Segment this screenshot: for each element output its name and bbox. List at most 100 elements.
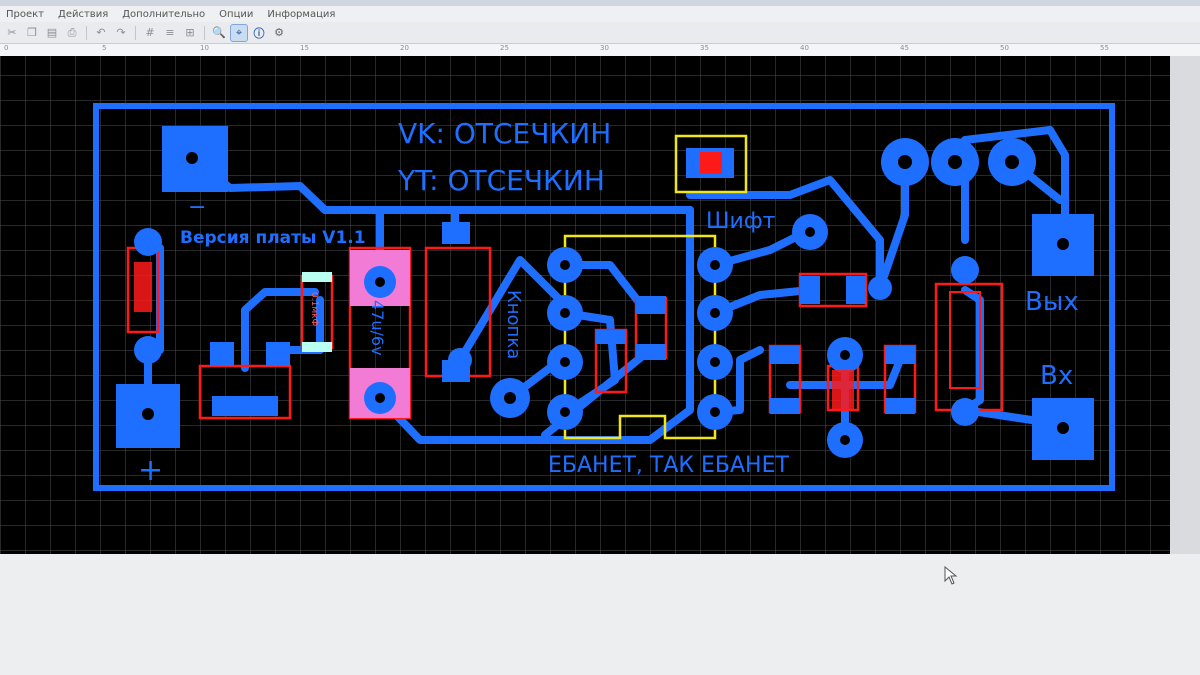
diode-top-outline (674, 134, 748, 194)
drill-hole (805, 227, 815, 237)
drill-hole (1057, 422, 1069, 434)
pad-round (951, 398, 979, 426)
drill-hole (1005, 155, 1019, 169)
pad-smd (885, 398, 915, 414)
drill-hole (898, 155, 912, 169)
pad-smd (636, 296, 666, 314)
diode-top-body (700, 152, 722, 174)
pad-smd (212, 396, 278, 416)
ruler-tick: 15 (300, 44, 309, 52)
print-icon[interactable]: ⎙ (67, 25, 77, 39)
pad-holes (142, 152, 1069, 445)
drill-hole (560, 357, 570, 367)
ruler-tick: 50 (1000, 44, 1009, 52)
pad-round (951, 256, 979, 284)
pad-cyan (302, 342, 332, 352)
pcb-drawing: VK: ОТСЕЧКИН YT: ОТСЕЧКИН Версия платы V… (0, 56, 1170, 554)
redo-icon[interactable]: ↷ (116, 26, 126, 39)
ruler-tick: 55 (1100, 44, 1109, 52)
resistor-body (134, 262, 152, 312)
ruler-tick: 35 (700, 44, 709, 52)
cut-icon[interactable]: ✂ (7, 26, 17, 39)
pad-round (134, 336, 162, 364)
drill-hole (840, 350, 850, 360)
pad-round (868, 276, 892, 300)
toolbar: ✂ ❐ ▤ ⎙ ↶ ↷ # ≡ ⊞ 🔍 ⌖ ⓘ ⚙ (0, 22, 1200, 44)
settings-icon[interactable]: ⚙ (274, 26, 284, 39)
drill-hole (186, 152, 198, 164)
label-bottom: ЕБАНЕТ, ТАК ЕБАНЕТ (548, 453, 789, 478)
label-shift: Шифт (706, 209, 776, 234)
label-in: Вх (1040, 361, 1073, 391)
drill-hole (560, 407, 570, 417)
drill-hole (375, 393, 385, 403)
pad-smd (770, 346, 800, 364)
trace (686, 176, 884, 292)
pad-cyan (302, 272, 332, 282)
pcb-canvas[interactable]: VK: ОТСЕЧКИН YT: ОТСЕЧКИН Версия платы V… (0, 56, 1170, 554)
trace (961, 286, 1069, 429)
menu-options[interactable]: Опции (219, 8, 254, 20)
drill-hole (1057, 238, 1069, 250)
drill-hole (560, 308, 570, 318)
label-yt: YT: ОТСЕЧКИН (397, 164, 605, 197)
drill-hole (375, 277, 385, 287)
label-cap-big: 47u/6v (368, 300, 387, 356)
zener-body (832, 370, 854, 410)
trace (241, 288, 319, 372)
pad-smd (846, 276, 866, 304)
cap-small-pads (302, 272, 332, 352)
scrollbar-area[interactable] (1170, 56, 1200, 554)
pad-smd (885, 346, 915, 364)
menu-project[interactable]: Проект (6, 8, 45, 20)
undo-icon[interactable]: ↶ (96, 26, 106, 39)
diode-big-body (949, 291, 981, 389)
label-minus: − (188, 195, 206, 220)
drill-hole (142, 408, 154, 420)
zoom-icon[interactable]: 🔍 (212, 26, 226, 39)
drill-hole (710, 357, 720, 367)
toolbar-separator (204, 25, 205, 40)
drill-hole (710, 260, 720, 270)
pad-round (448, 348, 472, 372)
pad-smd (442, 222, 470, 244)
grid-icon[interactable]: # (145, 26, 155, 39)
menu-extra[interactable]: Дополнительно (122, 8, 206, 20)
menu-actions[interactable]: Действия (58, 8, 109, 20)
label-vk: VK: ОТСЕЧКИН (398, 117, 611, 150)
pad-smd (800, 276, 820, 304)
ruler-tick: 0 (4, 44, 9, 52)
label-version: Версия платы V1.1 (180, 228, 366, 248)
pad-smd (770, 398, 800, 414)
pad-round (134, 228, 162, 256)
trace (786, 356, 904, 389)
toolbar-separator (135, 25, 136, 40)
select-icon[interactable]: ⌖ (230, 23, 248, 42)
cap-pads (350, 250, 410, 418)
board-outline (93, 103, 1115, 491)
align-icon[interactable]: ⊞ (185, 26, 195, 39)
copy-icon[interactable]: ❐ (27, 26, 37, 39)
drill-hole (504, 392, 516, 404)
pad-smd (266, 342, 290, 366)
menu-info[interactable]: Информация (267, 8, 336, 20)
drill-hole (560, 260, 570, 270)
regulator-outline (198, 364, 292, 420)
pad-smd (636, 344, 666, 360)
round-pads (134, 138, 1036, 458)
ruler-tick: 5 (102, 44, 107, 52)
work-area-blank (0, 554, 1200, 675)
drill-hole (710, 308, 720, 318)
trace (376, 206, 694, 444)
drill-hole (948, 155, 962, 169)
ruler-tick: 30 (600, 44, 609, 52)
label-plus: + (138, 453, 163, 488)
info-icon[interactable]: ⓘ (253, 26, 265, 40)
pad-smd (596, 330, 626, 344)
drill-hole (840, 435, 850, 445)
layers-icon[interactable]: ≡ (165, 26, 175, 39)
paste-icon[interactable]: ▤ (46, 26, 58, 39)
label-button: Кнопка (503, 290, 524, 359)
pad-smd (210, 342, 234, 366)
ruler-tick: 25 (500, 44, 509, 52)
